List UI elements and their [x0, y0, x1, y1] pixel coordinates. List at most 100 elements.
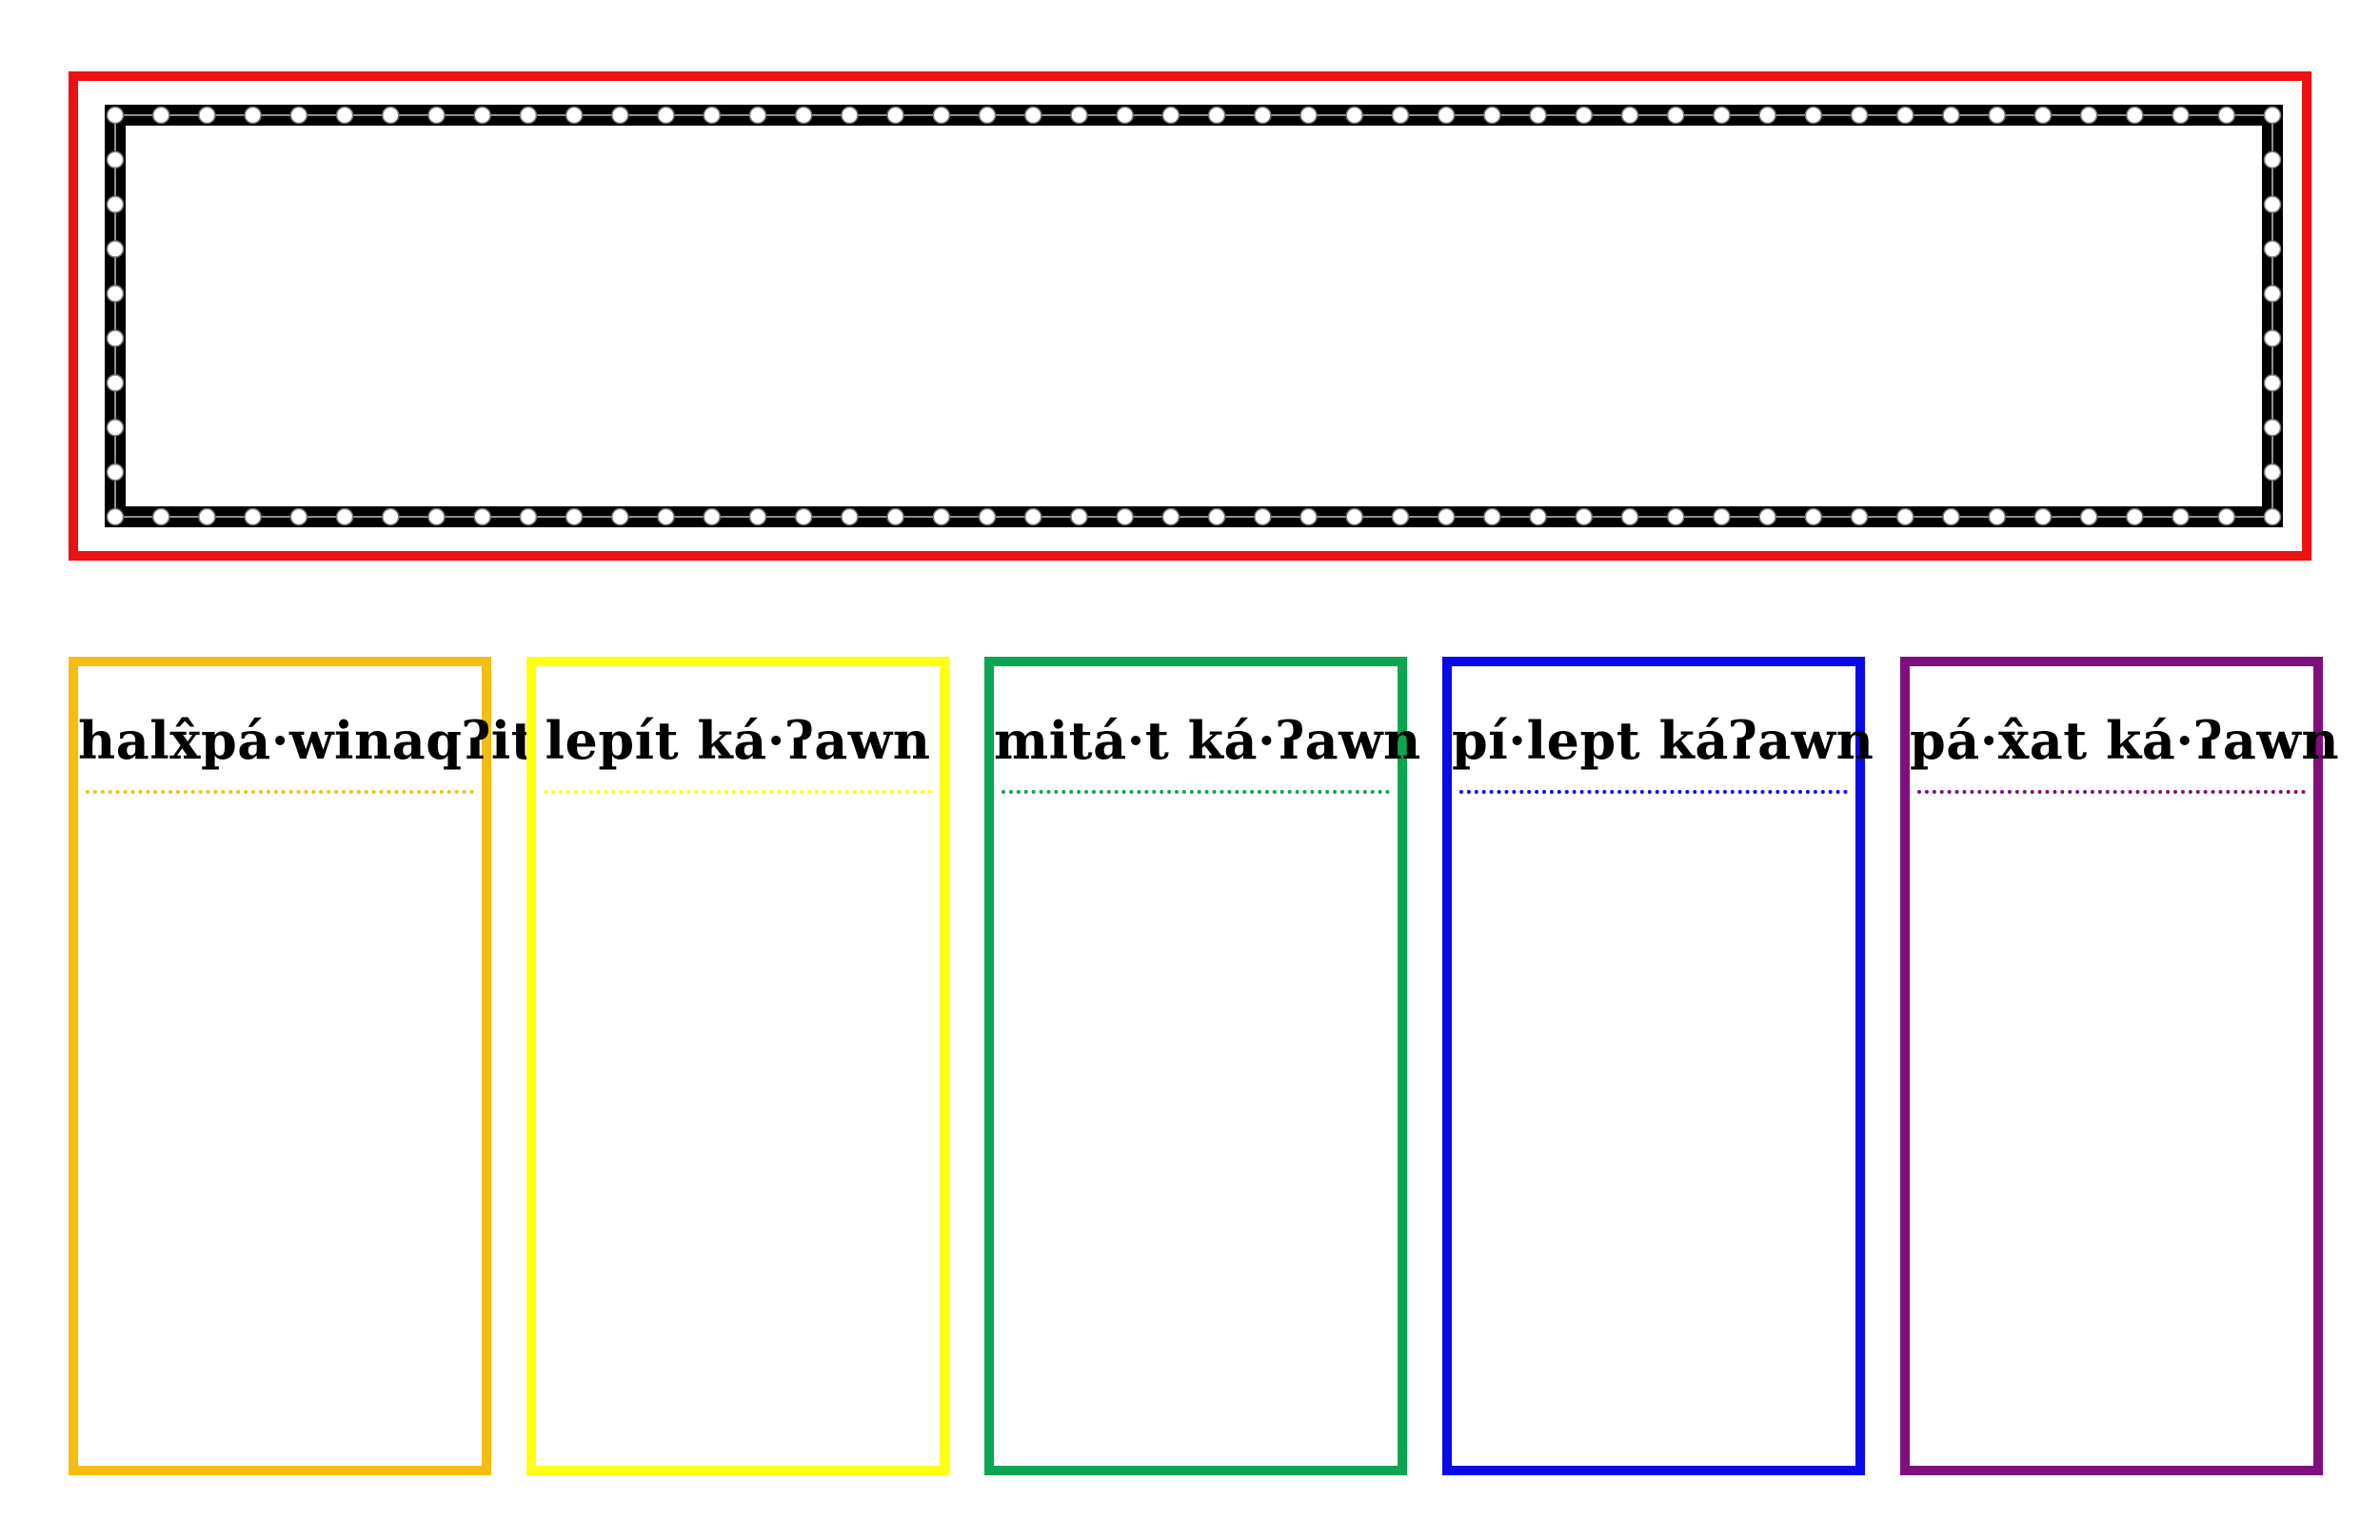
- marquee-bulb: [2033, 106, 2053, 125]
- marquee-bulb: [703, 106, 722, 125]
- marquee-bulb: [1437, 507, 1456, 526]
- card-heading: lepít ká·ʔawn: [545, 710, 931, 771]
- marquee-wire: [114, 114, 2273, 518]
- marquee-bulb: [1024, 106, 1042, 125]
- marquee-bulb: [1804, 106, 1823, 125]
- marquee-bulb: [289, 106, 308, 125]
- marquee-bulb: [2126, 507, 2144, 526]
- marquee-bulb: [519, 507, 538, 526]
- card-divider: [1917, 790, 2306, 794]
- marquee-bulb: [106, 240, 125, 258]
- marquee-bulb: [106, 374, 125, 392]
- marquee-bulb: [565, 106, 584, 125]
- marquee-bulb: [2263, 463, 2282, 482]
- marquee-bulb: [794, 106, 813, 125]
- marquee-bulb: [841, 106, 859, 125]
- marquee-bulb: [1758, 507, 1776, 526]
- marquee-bulb: [1529, 507, 1547, 526]
- marquee-bulb: [1850, 507, 1869, 526]
- card-divider: [1002, 790, 1390, 794]
- marquee-band: [105, 105, 2283, 527]
- marquee-bulb: [1896, 507, 1914, 526]
- marquee-bulb: [978, 106, 997, 125]
- marquee-bulb: [1988, 507, 2006, 526]
- sort-card-3: mitá·t ká·ʔawn: [984, 657, 1420, 1475]
- marquee-bulb: [1804, 507, 1823, 526]
- marquee-bulb: [1483, 106, 1501, 125]
- marquee-bulb: [1575, 507, 1594, 526]
- marquee-bulb: [657, 106, 675, 125]
- marquee-bulb: [2263, 374, 2282, 392]
- marquee-bulb: [382, 106, 400, 125]
- marquee-bulb: [1345, 507, 1363, 526]
- marquee-bulb: [748, 507, 767, 526]
- marquee-bulb: [1391, 507, 1410, 526]
- marquee-bulb: [2217, 106, 2236, 125]
- card-heading: pá·x̂at ká·ʔawn: [1910, 710, 2340, 771]
- sort-card-4: pí·lept káʔawn: [1442, 657, 1874, 1475]
- marquee-bulb: [2263, 240, 2282, 258]
- marquee-bulb: [703, 507, 722, 526]
- card-divider: [1459, 790, 1848, 794]
- marquee-bulb: [1254, 507, 1272, 526]
- sort-card-1: halx̂pá·winaqʔit: [69, 657, 535, 1475]
- marquee-bulb: [151, 106, 170, 125]
- marquee-bulb: [794, 507, 813, 526]
- card-divider: [86, 790, 474, 794]
- marquee-bulb: [932, 507, 951, 526]
- marquee-bulb: [427, 507, 446, 526]
- marquee-border: [105, 105, 2283, 527]
- marquee-bulb: [106, 285, 125, 303]
- marquee-bulb: [244, 106, 262, 125]
- marquee-bulb: [2263, 285, 2282, 303]
- marquee-bulb: [2172, 507, 2190, 526]
- marquee-bulb: [1713, 507, 1731, 526]
- marquee-bulb: [2263, 106, 2282, 125]
- marquee-bulb: [198, 106, 216, 125]
- marquee-bulb: [198, 507, 216, 526]
- marquee-bulb: [1942, 106, 1960, 125]
- marquee-bulb: [1666, 507, 1685, 526]
- marquee-bulb: [1070, 106, 1088, 125]
- marquee-bulb: [1758, 106, 1776, 125]
- marquee-bulb: [1529, 106, 1547, 125]
- marquee-bulb: [2263, 507, 2282, 526]
- marquee-bulb: [106, 463, 125, 482]
- marquee-bulb: [2033, 507, 2053, 526]
- card-heading: pí·lept káʔawn: [1452, 710, 1874, 771]
- marquee-bulb: [151, 507, 170, 526]
- marquee-bulb: [1850, 106, 1869, 125]
- marquee-bulb: [1207, 106, 1226, 125]
- marquee-bulb: [473, 507, 491, 526]
- marquee-bulb: [1575, 106, 1594, 125]
- marquee-bulb: [2126, 106, 2144, 125]
- marquee-bulb: [657, 507, 675, 526]
- marquee-bulb: [1116, 507, 1134, 526]
- marquee-bulb: [1437, 106, 1456, 125]
- marquee-bulb: [1070, 507, 1088, 526]
- marquee-bulb: [106, 329, 125, 347]
- sort-card-5: pá·x̂at ká·ʔawn: [1900, 657, 2340, 1475]
- marquee-bulb: [335, 106, 354, 125]
- marquee-bulb: [565, 507, 584, 526]
- marquee-bulb: [106, 150, 125, 169]
- card-divider: [544, 790, 932, 794]
- marquee-bulb: [106, 106, 125, 125]
- marquee-bulb: [2079, 507, 2098, 526]
- marquee-bulb: [611, 106, 629, 125]
- marquee-bulb: [748, 106, 767, 125]
- marquee-bulb: [1896, 106, 1914, 125]
- marquee-bulb: [427, 106, 446, 125]
- marquee-bulb: [886, 106, 904, 125]
- marquee-bulb: [1161, 106, 1180, 125]
- marquee-bulb: [1620, 106, 1639, 125]
- title-frame: [69, 71, 2311, 561]
- marquee-bulb: [244, 507, 262, 526]
- marquee-bulb: [335, 507, 354, 526]
- marquee-bulb: [1299, 507, 1318, 526]
- marquee-bulb: [886, 507, 904, 526]
- marquee-bulb: [1942, 507, 1960, 526]
- marquee-bulb: [519, 106, 538, 125]
- marquee-bulb: [1713, 106, 1731, 125]
- marquee-bulb: [106, 195, 125, 214]
